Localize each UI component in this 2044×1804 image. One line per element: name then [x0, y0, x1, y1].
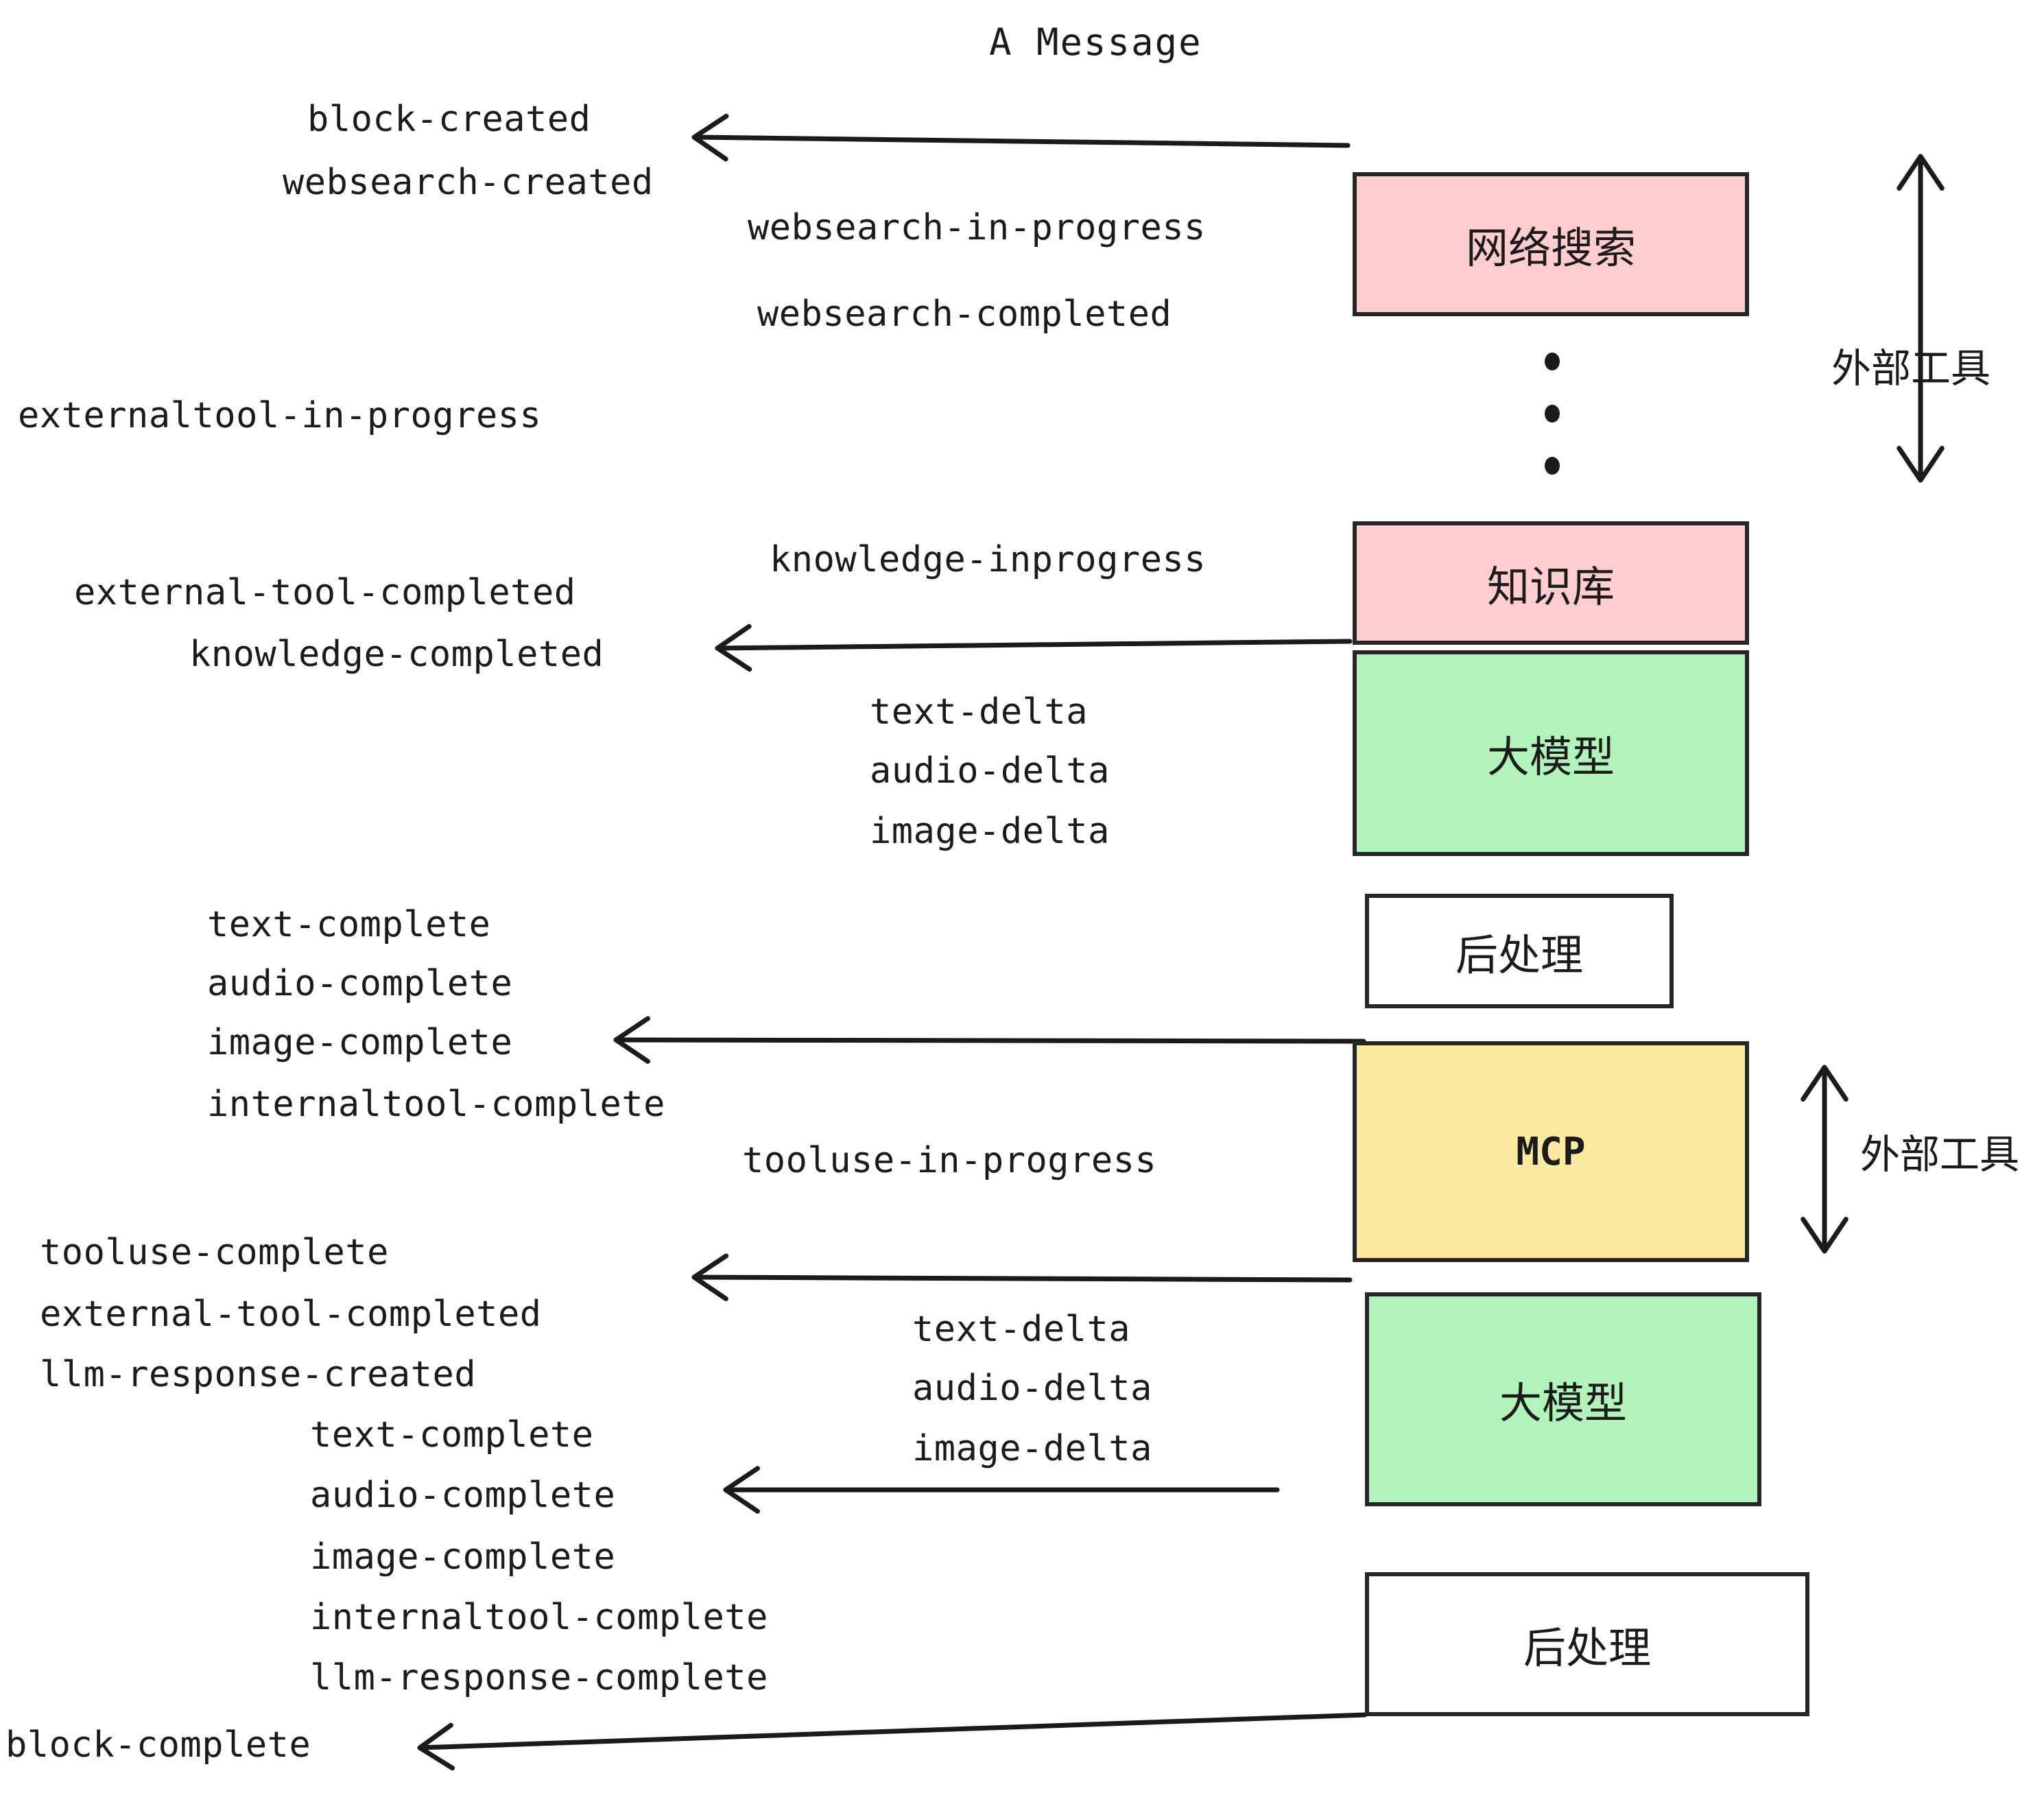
event-label-internaltool-complete-2: internaltool-complete: [310, 1597, 768, 1638]
event-label-tooluse-complete: tooluse-complete: [40, 1232, 389, 1273]
arrow-knowledge-to-events: [715, 624, 1353, 672]
node-llm1: 大模型: [1353, 650, 1749, 856]
event-label-text-complete-1: text-complete: [207, 904, 491, 945]
event-label-websearch-completed: websearch-completed: [757, 294, 1172, 335]
node-llm2: 大模型: [1365, 1292, 1761, 1506]
event-label-external-tool-completed-1: external-tool-completed: [74, 572, 576, 613]
node-mcp: MCP: [1353, 1041, 1749, 1262]
event-label-image-complete-2: image-complete: [310, 1536, 616, 1578]
event-label-text-delta-2: text-delta: [912, 1309, 1131, 1350]
group-label-external-tools-bottom: 外部工具: [1860, 1131, 2020, 1178]
event-label-external-tool-completed-2: external-tool-completed: [40, 1294, 542, 1335]
event-label-block-created: block-created: [307, 99, 591, 140]
ellipsis-dot: [1545, 457, 1560, 475]
arrow-mcp-to-events: [691, 1253, 1353, 1301]
event-label-text-complete-2: text-complete: [310, 1414, 594, 1456]
event-label-image-delta-1: image-delta: [870, 811, 1110, 852]
event-label-audio-complete-2: audio-complete: [310, 1475, 616, 1516]
arrow-llm2-to-events: [723, 1466, 1280, 1514]
event-label-externaltool-in-progress: externaltool-in-progress: [18, 395, 542, 436]
event-label-llm-response-complete: llm-response-complete: [310, 1657, 768, 1698]
event-label-image-complete-1: image-complete: [207, 1022, 513, 1063]
node-post2: 后处理: [1365, 1572, 1809, 1716]
arrow-post1-to-events: [613, 1016, 1366, 1064]
page-title: A Message: [989, 21, 1202, 64]
group-label-external-tools-top: 外部工具: [1831, 345, 1991, 392]
node-websearch: 网络搜索: [1353, 172, 1749, 316]
event-label-knowledge-completed: knowledge-completed: [189, 634, 604, 675]
event-label-image-delta-2: image-delta: [912, 1428, 1152, 1469]
event-label-knowledge-inprogress: knowledge-inprogress: [770, 539, 1207, 580]
event-label-text-delta-1: text-delta: [870, 691, 1089, 733]
event-label-websearch-in-progress: websearch-in-progress: [748, 207, 1206, 248]
event-label-block-complete: block-complete: [5, 1724, 311, 1766]
event-label-llm-response-created: llm-response-created: [40, 1354, 477, 1395]
vertical-ellipsis-icon: [1543, 353, 1561, 475]
arrow-websearch-to-events: [691, 113, 1351, 162]
node-knowledge: 知识库: [1353, 521, 1749, 645]
node-post1: 后处理: [1365, 894, 1674, 1008]
arrow-post2-to-events: [417, 1712, 1368, 1771]
event-label-audio-delta-1: audio-delta: [870, 750, 1110, 792]
event-label-websearch-created: websearch-created: [283, 162, 654, 203]
event-label-tooluse-in-progress: tooluse-in-progress: [742, 1140, 1157, 1181]
event-label-audio-complete-1: audio-complete: [207, 963, 513, 1004]
ellipsis-dot: [1545, 353, 1560, 370]
event-label-audio-delta-2: audio-delta: [912, 1368, 1152, 1409]
external-tools-arrow-bottom: [1801, 1065, 1849, 1254]
external-tools-arrow-top: [1897, 154, 1945, 483]
event-label-internaltool-complete-1: internaltool-complete: [207, 1084, 665, 1125]
ellipsis-dot: [1545, 405, 1560, 423]
